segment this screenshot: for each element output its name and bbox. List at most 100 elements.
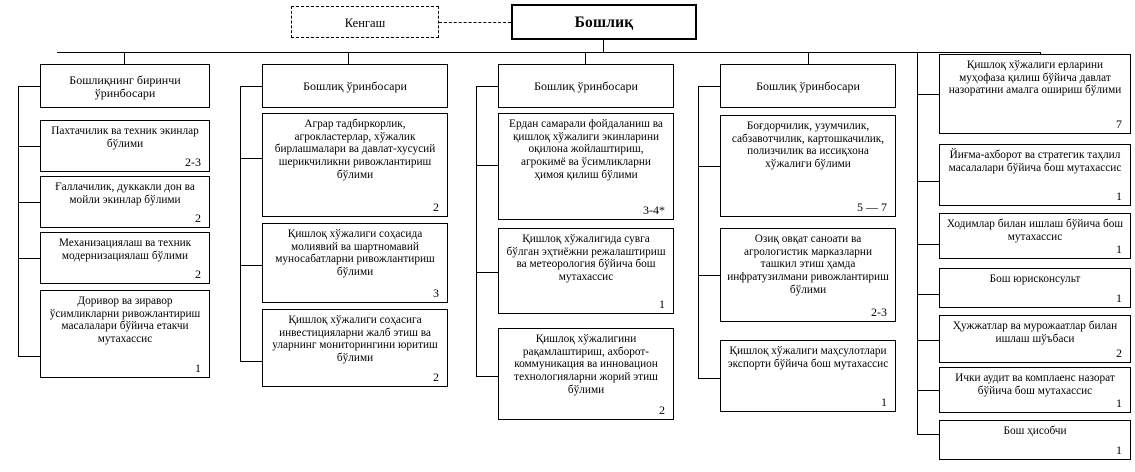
node-text: Аграр тадбиркорлик, агрокластерлар, хўжа…: [274, 118, 436, 181]
node-box: Механизациялаш ва техник модернизациялаш…: [40, 232, 210, 284]
node-text: Қишлоқ хўжалиги маҳсулотлари экспорти бў…: [727, 345, 889, 370]
node-box: Ички аудит ва комплаенс назорат бўйича б…: [939, 367, 1131, 413]
node-text: Бош ҳисобчи: [1003, 425, 1067, 437]
column-1-header: Бошлиқнинг биринчи ўринбосари: [40, 64, 210, 108]
column-5-stub-4: [917, 294, 939, 296]
node-count: 2: [433, 199, 439, 214]
node-count: 2-3: [871, 304, 887, 319]
node-text: Ходимлар билан ишлаш бўйича бош мутахасс…: [946, 218, 1124, 243]
drop-col1: [124, 52, 126, 64]
column-4-header: Бошлиқ ўринбосари: [720, 64, 896, 108]
node-count: 2: [195, 210, 201, 225]
column-5-stub-3: [917, 244, 939, 246]
node-count: 7: [1116, 116, 1122, 131]
node-box: Ғаллачилик, дуккакли дон ва мойли экинла…: [40, 176, 210, 228]
column-4-stub-1: [698, 166, 720, 168]
column-3-stub-3: [476, 376, 498, 378]
node-count: 1: [1116, 290, 1122, 305]
node-count: 1: [1116, 242, 1122, 257]
node-count: 1: [881, 394, 887, 409]
column-5-stub-6: [917, 390, 939, 392]
node-text: Бош юрисконсульт: [989, 273, 1081, 285]
council-box: Кенгаш: [291, 6, 439, 38]
node-box: Озиқ овқат саноати ва агрологистик марка…: [720, 228, 896, 322]
column-1-stub-1: [18, 146, 40, 148]
column-5-stub-7: [917, 434, 939, 436]
drop-col2: [348, 52, 350, 64]
node-count: 1: [1116, 442, 1122, 457]
node-box: Боғдорчилик, узумчилик, сабзавотчилик, к…: [720, 115, 896, 217]
node-text: Боғдорчилик, узумчилик, сабзавотчилик, к…: [731, 120, 885, 170]
node-text: Озиқ овқат саноати ва агрологистик марка…: [727, 233, 889, 296]
node-text: Ҳужжатлар ва мурожаатлар билан ишлаш шўъ…: [952, 320, 1118, 345]
column-4-stub-2: [698, 275, 720, 277]
node-text: Қишлоқ хўжалигини рақамлаштириш, ахборот…: [514, 333, 658, 396]
node-box: Қишлоқ хўжалигини рақамлаштириш, ахборот…: [498, 328, 674, 420]
node-text: Ички аудит ва комплаенс назорат бўйича б…: [955, 372, 1115, 397]
column-5-stub-5: [917, 340, 939, 342]
node-count: 1: [1116, 396, 1122, 411]
column-2-header: Бошлиқ ўринбосари: [262, 64, 448, 108]
node-box: Ердан самарали фойдаланиш ва қишлоқ хўжа…: [498, 113, 674, 220]
column-4-header-label: Бошлиқ ўринбосари: [756, 79, 860, 94]
node-count: 2: [195, 266, 201, 281]
column-2-spine: [240, 86, 242, 361]
column-3-spine: [476, 86, 478, 376]
node-box: Доривор ва зиравор ўсимликларни ривожлан…: [40, 290, 210, 378]
column-1-stub-2: [18, 202, 40, 204]
drop-col3: [585, 52, 587, 64]
node-count: 3: [433, 285, 439, 300]
node-count: 3-4*: [643, 202, 665, 217]
column-2-header-label: Бошлиқ ўринбосари: [303, 79, 407, 94]
column-1-stub-3: [18, 258, 40, 260]
council-label: Кенгаш: [344, 16, 386, 30]
node-count: 1: [659, 296, 665, 311]
node-count: 2: [1116, 345, 1122, 360]
node-count: 1: [195, 360, 201, 375]
node-text: Доривор ва зиравор ўсимликларни ривожлан…: [49, 295, 201, 345]
column-1-stub-4: [18, 356, 40, 358]
column-3-stub-1: [476, 165, 498, 167]
root-box: Бошлиқ: [511, 4, 697, 40]
root-drop-line: [603, 40, 605, 52]
column-4-spine: [698, 86, 700, 378]
node-box: Ходимлар билан ишлаш бўйича бош мутахасс…: [939, 213, 1131, 259]
node-text: Йиғма-ахборот ва стратегик таҳлил масала…: [948, 149, 1122, 174]
main-bus-line: [57, 52, 1040, 54]
column-1-stub-header: [18, 86, 40, 88]
node-text: Механизациялаш ва техник модернизациялаш…: [58, 237, 192, 262]
node-box: Бош ҳисобчи 1: [939, 420, 1131, 460]
node-count: 5 — 7: [857, 199, 887, 214]
node-count: 2: [433, 369, 439, 384]
node-count: 2: [659, 402, 665, 417]
node-text: Қишлоқ хўжалиги соҳасида молиявий ва шар…: [275, 228, 435, 278]
node-box: Йиғма-ахборот ва стратегик таҳлил масала…: [939, 144, 1131, 206]
council-to-root-connector: [439, 22, 511, 23]
column-5-stub-2: [917, 181, 939, 183]
node-box: Қишлоқ хўжалиги маҳсулотлари экспорти бў…: [720, 340, 896, 412]
node-box: Пахтачилик ва техник экинлар бўлими 2-3: [40, 120, 210, 172]
node-box: Қишлоқ хўжалиги ерларини муҳофаза қилиш …: [939, 54, 1131, 134]
node-text: Қишлоқ хўжалигида сувга бўлган эҳтиёжни …: [506, 233, 666, 283]
column-2-stub-2: [240, 265, 262, 267]
node-text: Пахтачилик ва техник экинлар бўлими: [51, 125, 199, 150]
node-box: Аграр тадбиркорлик, агрокластерлар, хўжа…: [262, 113, 448, 217]
column-3-header-label: Бошлиқ ўринбосари: [534, 79, 638, 94]
node-count: 2-3: [185, 154, 201, 169]
node-text: Қишлоқ хўжалиги ерларини муҳофаза қилиш …: [948, 59, 1122, 97]
column-4-stub-header: [698, 86, 720, 88]
column-2-stub-1: [240, 158, 262, 160]
column-3-stub-2: [476, 272, 498, 274]
node-box: Ҳужжатлар ва мурожаатлар билан ишлаш шўъ…: [939, 315, 1131, 363]
column-1-header-label: Бошлиқнинг биринчи ўринбосари: [69, 72, 181, 100]
column-2-stub-3: [240, 361, 262, 363]
node-box: Қишлоқ хўжалиги соҳасида молиявий ва шар…: [262, 223, 448, 303]
node-box: Қишлоқ хўжалиги соҳасига инвестицияларни…: [262, 309, 448, 387]
column-1-spine: [18, 86, 20, 356]
column-4-stub-3: [698, 378, 720, 380]
node-box: Бош юрисконсульт 1: [939, 268, 1131, 308]
column-3-header: Бошлиқ ўринбосари: [498, 64, 674, 108]
node-text: Ердан самарали фойдаланиш ва қишлоқ хўжа…: [509, 118, 663, 181]
drop-col4: [808, 52, 810, 64]
